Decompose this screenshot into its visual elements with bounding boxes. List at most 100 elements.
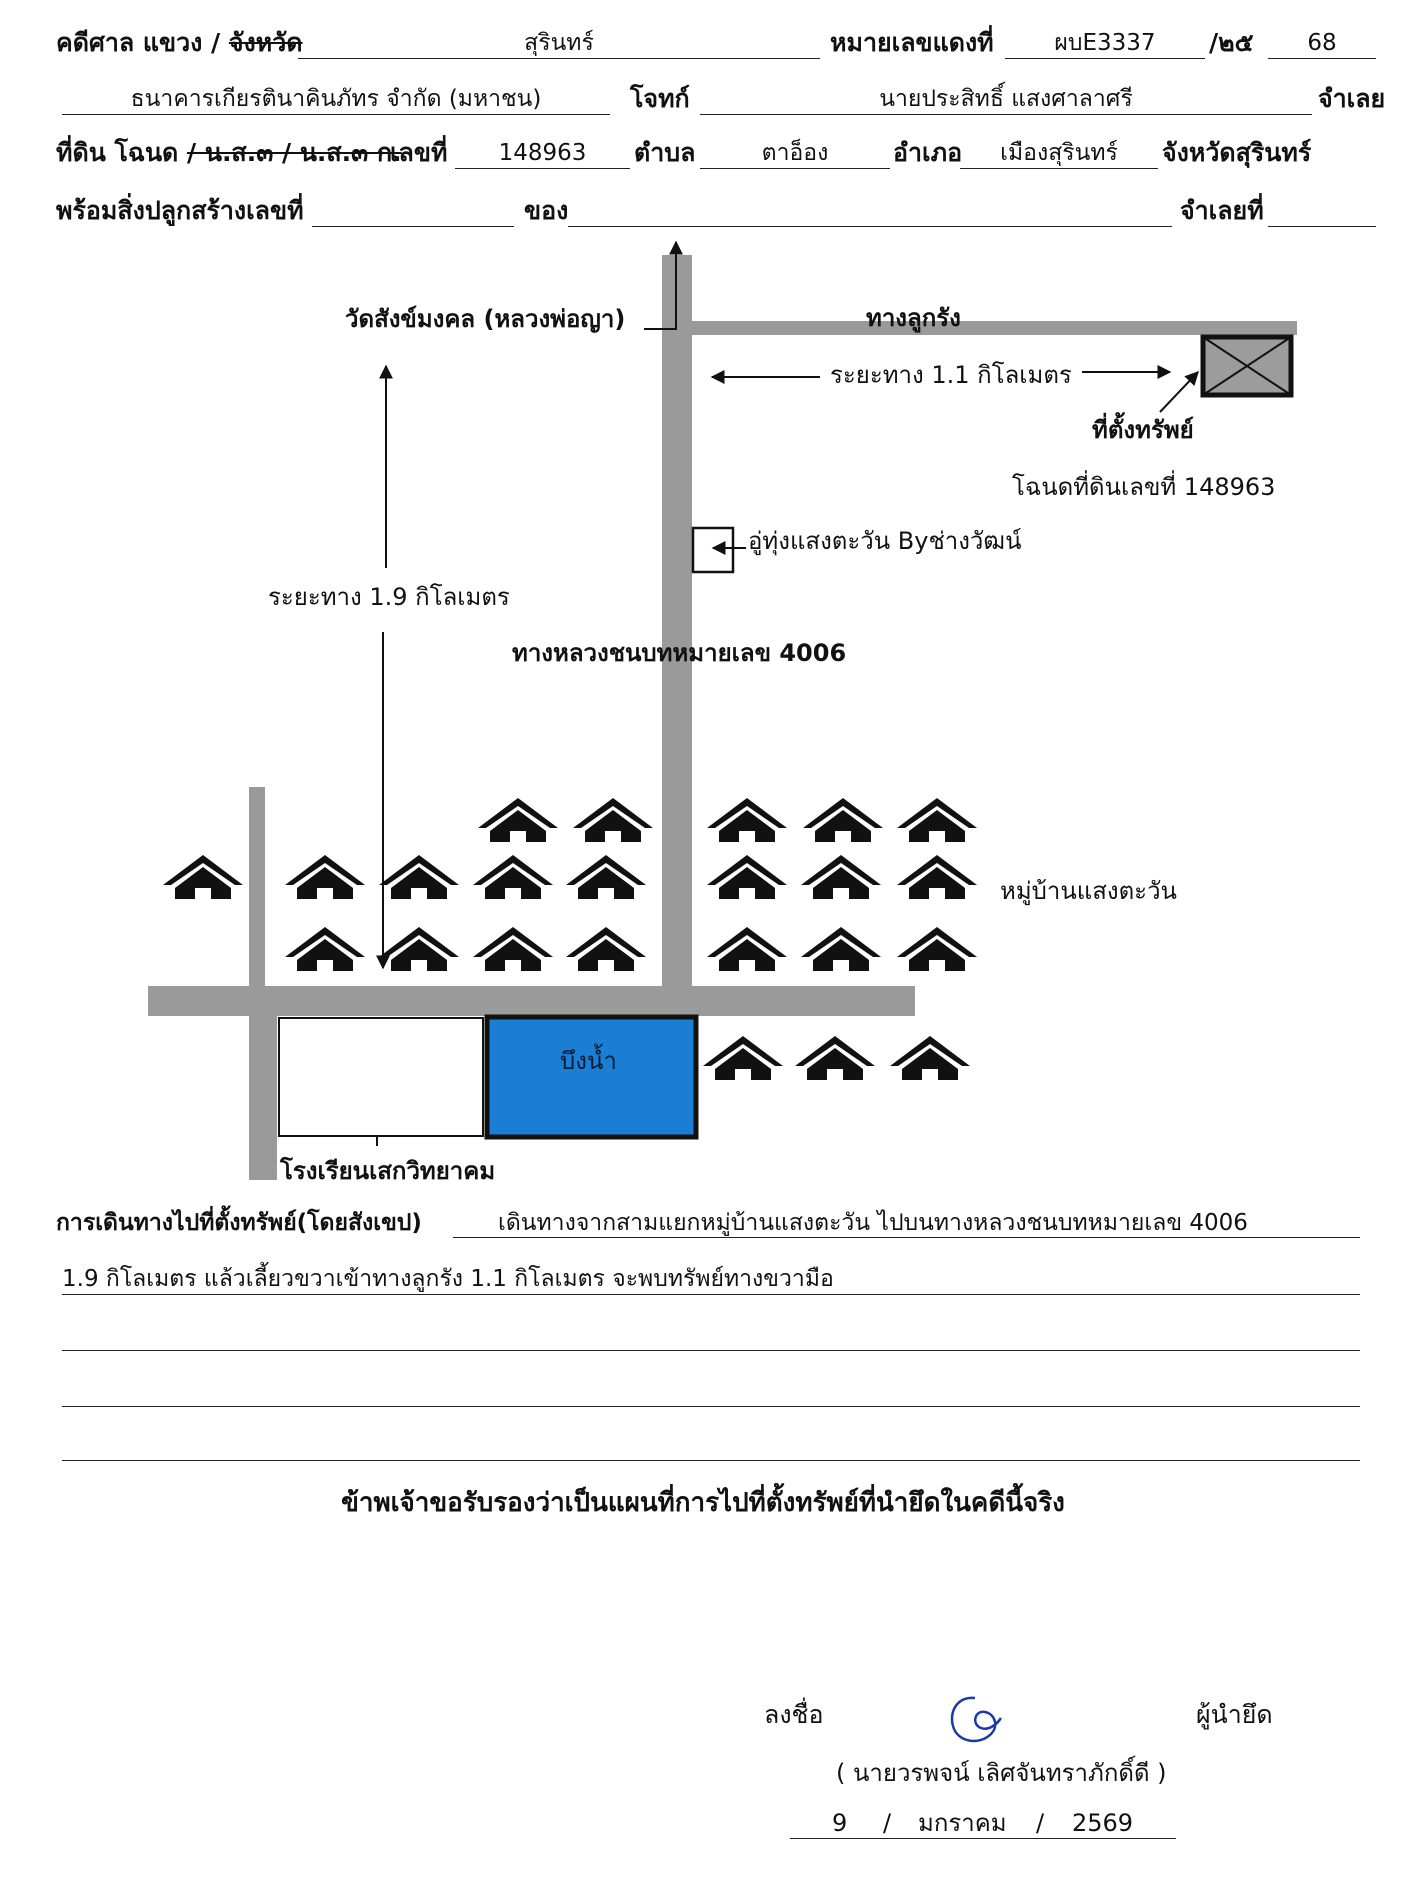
- school-area: [278, 1017, 484, 1137]
- house-icon: [473, 927, 553, 971]
- house-icon: [890, 1036, 970, 1080]
- rural-road-label: ทางหลวงชนบทหมายเลข 4006: [512, 639, 847, 667]
- north-arrow-marker: [644, 240, 683, 330]
- temple-label: วัดสังข์มงคล (หลวงพ่อญา): [345, 305, 626, 333]
- house-icon: [801, 927, 881, 971]
- house-icon: [703, 1036, 783, 1080]
- deed-number-value: 148963: [498, 140, 587, 166]
- number-label: เลขที่: [390, 138, 448, 167]
- signer-role: ผู้นำยึด: [1196, 1700, 1273, 1729]
- directions-line-3[interactable]: [62, 1320, 1360, 1351]
- school-label: โรงเรียนเสกวิทยาคม: [280, 1157, 496, 1185]
- court-value: สุรินทร์: [524, 30, 594, 56]
- directions-line-1[interactable]: เดินทางจากสามแยกหมู่บ้านแสงตะวัน ไปบนทาง…: [453, 1208, 1360, 1238]
- signer-name: ( นายวรพจน์ เลิศจันทราภักดิ์ดี ): [836, 1759, 1167, 1787]
- defendant-field[interactable]: นายประสิทธิ์ แสงศาลาศรี: [700, 84, 1312, 115]
- sign-label: ลงชื่อ: [764, 1700, 824, 1729]
- district-field[interactable]: เมืองสุรินทร์: [960, 138, 1158, 169]
- subdistrict-label: ตำบล: [634, 138, 696, 167]
- land-label: ที่ดิน โฉนด / น.ส.๓ / น.ส.๓ ก.: [56, 138, 402, 168]
- district-value: เมืองสุรินทร์: [1000, 140, 1118, 166]
- house-icon: [478, 798, 558, 842]
- house-icon: [897, 927, 977, 971]
- property-marker: [1200, 334, 1294, 398]
- directions-line-2-text: 1.9 กิโลเมตร แล้วเลี้ยวขวาเข้าทางลูกรัง …: [62, 1266, 834, 1292]
- route-map: [148, 240, 1297, 1180]
- house-icon: [163, 855, 243, 899]
- property-pointer-arrow: [1159, 370, 1199, 413]
- house-icon: [801, 855, 881, 899]
- case-no-field[interactable]: ผบE3337: [1005, 28, 1205, 59]
- property-location-label: ที่ตั้งทรัพย์: [1092, 416, 1194, 444]
- defendant-label: จำเลย: [1318, 84, 1386, 113]
- house-icon: [473, 855, 553, 899]
- directions-line-4[interactable]: [62, 1376, 1360, 1407]
- laterite-road-line: [692, 321, 1297, 335]
- directions-line-5[interactable]: [62, 1430, 1360, 1461]
- land-label-text: ที่ดิน โฉนด: [56, 138, 179, 167]
- house-icon: [707, 798, 787, 842]
- defendant-no-label: จำเลยที่: [1180, 196, 1264, 225]
- signature-mark: [950, 1696, 1003, 1743]
- court-label-struck: จังหวัด: [228, 28, 303, 57]
- house-icon: [566, 927, 646, 971]
- village-label: หมู่บ้านแสงตะวัน: [1000, 877, 1177, 905]
- court-label-text: คดีศาล แขวง /: [56, 28, 221, 57]
- pond-area: [484, 1014, 699, 1140]
- roads: [148, 255, 1297, 1180]
- house-icon: [707, 855, 787, 899]
- house-icon: [707, 927, 787, 971]
- house-icon: [573, 798, 653, 842]
- building-label: พร้อมสิ่งปลูกสร้างเลขที่: [56, 196, 304, 225]
- house-icon: [803, 798, 883, 842]
- main-east-west-road: [148, 986, 915, 1016]
- pond-label: บึงน้ำ: [560, 1047, 617, 1075]
- case-no-value: ผบE3337: [1054, 30, 1156, 56]
- house-icon: [566, 855, 646, 899]
- date-sep-2: /: [1036, 1809, 1045, 1837]
- province-label: จังหวัดสุรินทร์: [1162, 138, 1312, 167]
- house-icon: [285, 927, 365, 971]
- defendant-no-field[interactable]: [1268, 196, 1376, 227]
- distance-east-label: ระยะทาง 1.1 กิโลเมตร: [830, 361, 1072, 389]
- directions-line-1-text: เดินทางจากสามแยกหมู่บ้านแสงตะวัน ไปบนทาง…: [498, 1210, 1248, 1236]
- garage-label: อู่ทุ่งแสงตะวัน Byช่างวัฒน์: [748, 527, 1022, 555]
- road-4006: [662, 255, 692, 987]
- directions-line-2[interactable]: 1.9 กิโลเมตร แล้วเลี้ยวขวาเข้าทางลูกรัง …: [62, 1264, 1360, 1295]
- signature-date[interactable]: 9 / มกราคม / 2569: [790, 1808, 1176, 1839]
- year-prefix: /๒๕: [1209, 28, 1254, 57]
- date-sep-1: /: [883, 1809, 892, 1837]
- subdistrict-field[interactable]: ตาอ็อง: [700, 138, 890, 169]
- owner-label: ของ: [524, 196, 569, 225]
- building-field[interactable]: [312, 196, 514, 227]
- plaintiff-label: โจทก์: [630, 84, 690, 113]
- year-value: 68: [1307, 30, 1337, 56]
- date-day: 9: [832, 1809, 848, 1837]
- court-value-field[interactable]: สุรินทร์: [298, 28, 820, 59]
- distance-north-label: ระยะทาง 1.9 กิโลเมตร: [268, 583, 510, 611]
- house-icon: [379, 927, 459, 971]
- house-icon: [897, 798, 977, 842]
- defendant-value: นายประสิทธิ์ แสงศาลาศรี: [879, 86, 1133, 112]
- date-month: มกราคม: [918, 1809, 1007, 1837]
- land-label-struck: / น.ส.๓ / น.ส.๓ ก.: [187, 138, 402, 167]
- plaintiff-field[interactable]: ธนาคารเกียรตินาคินภัทร จำกัด (มหาชน): [62, 84, 610, 115]
- garage-marker: [691, 526, 746, 574]
- house-icon: [379, 855, 459, 899]
- year-field[interactable]: 68: [1268, 28, 1376, 59]
- plaintiff-value: ธนาคารเกียรตินาคินภัทร จำกัด (มหาชน): [130, 86, 542, 112]
- district-label: อำเภอ: [893, 138, 963, 167]
- house-icon: [285, 855, 365, 899]
- house-icon: [897, 855, 977, 899]
- laterite-road-label: ทางลูกรัง: [866, 304, 961, 332]
- subdistrict-value: ตาอ็อง: [761, 140, 829, 166]
- west-road-upper: [249, 787, 265, 986]
- date-year: 2569: [1072, 1809, 1134, 1837]
- house-icon: [795, 1036, 875, 1080]
- court-label: คดีศาล แขวง / จังหวัด: [56, 28, 303, 58]
- directions-label: การเดินทางไปที่ตั้งทรัพย์(โดยสังเขป): [56, 1210, 422, 1236]
- owner-field[interactable]: [568, 196, 1172, 227]
- deed-number-field[interactable]: 148963: [455, 138, 630, 169]
- case-no-label: หมายเลขแดงที่: [830, 28, 994, 57]
- certification-statement: ข้าพเจ้าขอรับรองว่าเป็นแผนที่การไปที่ตั้…: [341, 1488, 1065, 1518]
